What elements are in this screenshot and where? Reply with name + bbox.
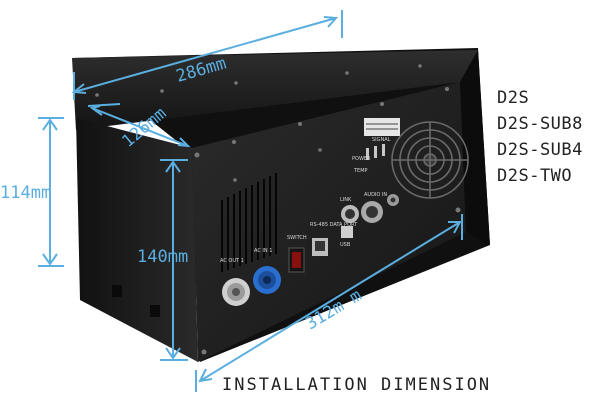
switch-rocker [292, 252, 301, 268]
label-audio-in: AUDIO IN [364, 192, 387, 198]
vent-slots [221, 173, 277, 272]
label-signal: SIGNAL [372, 137, 391, 143]
link-connector [341, 205, 359, 223]
chassis-top [72, 50, 478, 130]
ac-out-connector [222, 278, 250, 306]
warning-label [364, 118, 400, 136]
label-ac-in: AC IN 1 [254, 248, 272, 254]
label-usb: USB [340, 242, 351, 248]
ground-post [387, 194, 399, 206]
model-name: D2S-SUB4 [497, 140, 583, 160]
label-switch: SWITCH [287, 235, 307, 241]
label-temp: TEMP [353, 168, 368, 174]
audio-in-connector [361, 201, 383, 223]
ac-in-connector [253, 266, 281, 294]
label-power: POWER [352, 156, 371, 162]
dim-114mm: 114mm [0, 183, 51, 203]
fan-grille [391, 121, 469, 199]
dim-140mm: 140mm [137, 247, 188, 267]
dimension-lines [38, 10, 463, 392]
chassis-side [76, 118, 198, 362]
usb-port [341, 226, 353, 238]
rs485-port-inner [315, 241, 325, 251]
model-name: D2S-SUB8 [497, 114, 583, 134]
screws [95, 64, 461, 355]
flange-edge [460, 50, 490, 245]
label-link: LINK [340, 197, 352, 203]
chassis-feet [112, 285, 160, 317]
model-name: D2S [497, 88, 530, 108]
model-name: D2S-TWO [497, 166, 573, 186]
label-rs485: RS-485 DATA PORT [310, 222, 358, 228]
label-ac-out: AC OUT 1 [220, 258, 244, 264]
figure-caption: INSTALLATION DIMENSION [222, 375, 492, 395]
led-indicators [366, 144, 385, 160]
